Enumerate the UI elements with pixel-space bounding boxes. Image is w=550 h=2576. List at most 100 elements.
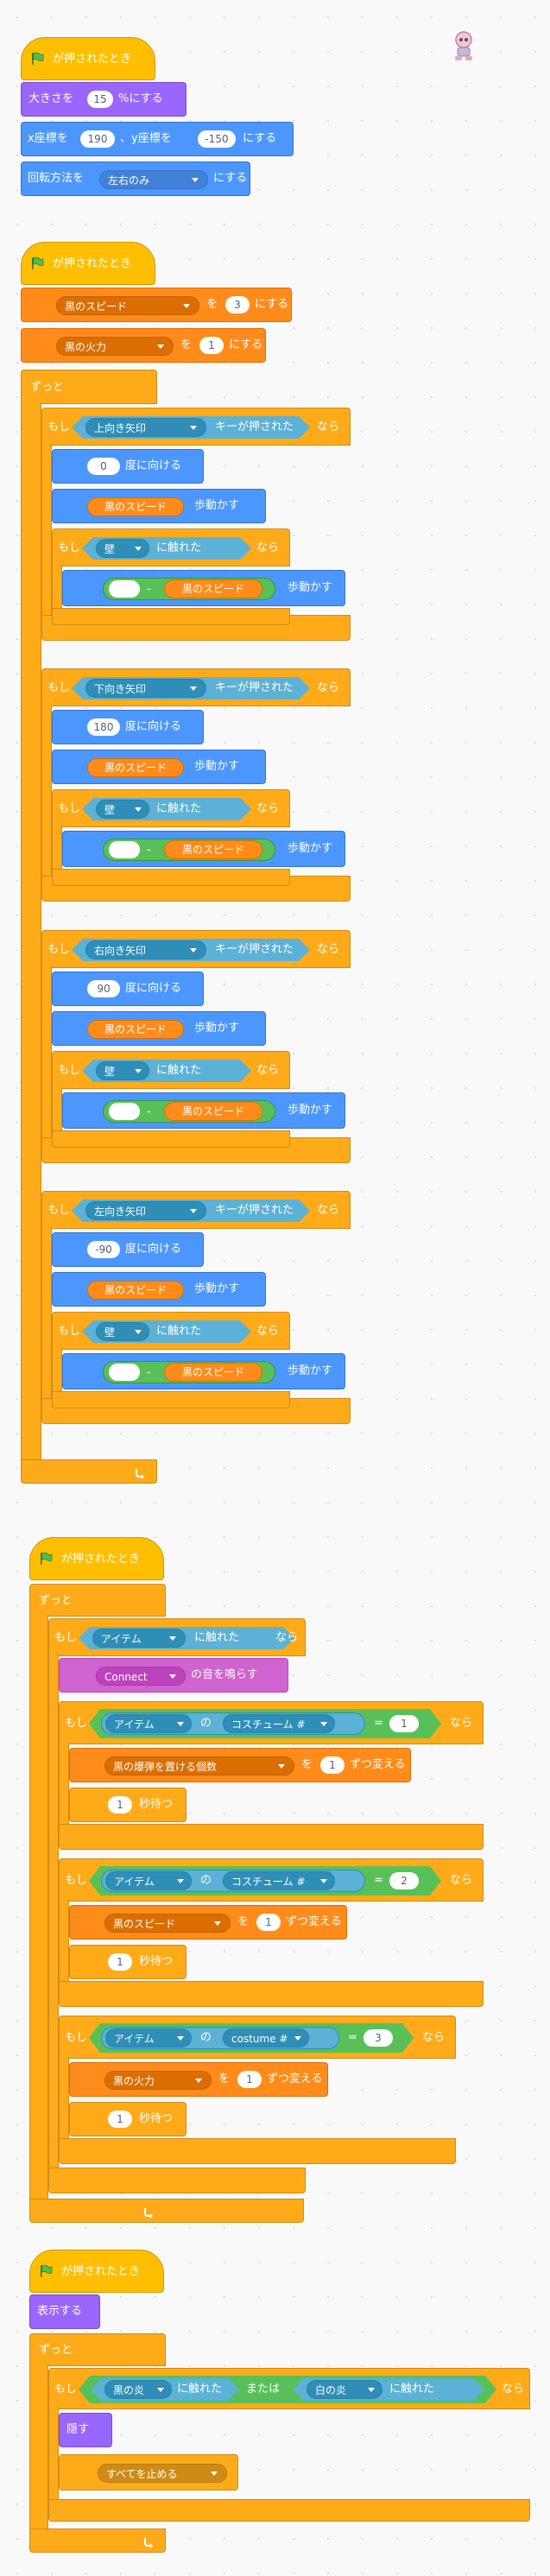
move-steps-block[interactable]: 黒のスピード 歩動かす xyxy=(52,489,266,523)
variable-dropdown[interactable]: 黒のスピード xyxy=(56,296,199,315)
touching-condition[interactable]: 壁 に触れた xyxy=(82,537,251,560)
hide-block[interactable]: 隠す xyxy=(59,2413,112,2447)
subtract-operator[interactable]: - 黒のスピード xyxy=(103,1361,275,1383)
direction-input[interactable]: 90 xyxy=(87,980,120,997)
variable-reporter[interactable]: 黒のスピード xyxy=(164,1102,262,1121)
change-variable-block[interactable]: 黒の爆弾を置ける個数 を 1 ずつ変える xyxy=(69,1748,411,1782)
when-flag-clicked-hat[interactable]: が押されたとき xyxy=(21,37,155,80)
key-dropdown[interactable]: 下向き矢印 xyxy=(85,679,206,698)
touch-object-dropdown[interactable]: 壁 xyxy=(96,539,149,558)
direction-input[interactable]: 180 xyxy=(87,718,120,736)
size-input[interactable]: 15 xyxy=(87,91,113,108)
move-steps-block[interactable]: - 黒のスピード 歩動かす xyxy=(62,570,345,606)
move-steps-block[interactable]: - 黒のスピード 歩動かす xyxy=(62,1092,345,1129)
variable-dropdown[interactable]: 黒の火力 xyxy=(56,337,174,356)
if-block[interactable]: もし 上向き矢印 キーが押された なら xyxy=(41,408,351,446)
key-pressed-condition[interactable]: 下向き矢印 キーが押された xyxy=(72,677,310,699)
subtract-operator[interactable]: - 黒のスピード xyxy=(103,839,275,861)
sprite-dropdown[interactable]: アイテム xyxy=(105,1714,192,1733)
touching-condition[interactable]: 壁 に触れた xyxy=(82,798,251,820)
key-pressed-condition[interactable]: 左向き矢印 キーが押された xyxy=(72,1199,310,1222)
equals-operator[interactable]: アイテム の コスチューム # = 1 xyxy=(89,1709,441,1738)
variable-dropdown[interactable]: 黒の爆弾を置ける個数 xyxy=(104,1756,294,1775)
sprite-dropdown[interactable]: アイテム xyxy=(105,2029,192,2048)
sensing-of-reporter[interactable]: アイテム の コスチューム # xyxy=(101,1870,365,1892)
stop-block[interactable]: すべてを止める xyxy=(59,2454,238,2491)
variable-dropdown[interactable]: 黒の火力 xyxy=(104,2071,212,2090)
touch-object-dropdown[interactable]: 壁 xyxy=(96,800,149,819)
key-pressed-condition[interactable]: 右向き矢印 キーが押された xyxy=(72,939,310,961)
sprite-thumbnail-icon[interactable] xyxy=(449,29,478,64)
sensing-of-reporter[interactable]: アイテム の コスチューム # xyxy=(101,1712,365,1735)
y-input[interactable]: -150 xyxy=(198,130,236,148)
if-block[interactable]: もし アイテム に触れた なら xyxy=(48,1618,306,1656)
x-input[interactable]: 190 xyxy=(80,130,115,148)
forever-bottom[interactable] xyxy=(21,1459,157,1484)
key-dropdown[interactable]: 左向き矢印 xyxy=(85,1201,206,1220)
direction-input[interactable]: 0 xyxy=(87,458,120,475)
point-direction-block[interactable]: 90 度に向ける xyxy=(52,972,204,1006)
value-input[interactable]: 3 xyxy=(364,2029,393,2047)
if-block[interactable]: もし 壁 に触れた なら xyxy=(52,1312,290,1350)
number-input[interactable] xyxy=(109,1103,140,1120)
if-block[interactable]: もし 壁 に触れた なら xyxy=(52,789,290,827)
move-steps-block[interactable]: - 黒のスピード 歩動かす xyxy=(62,1353,345,1389)
when-flag-clicked-hat[interactable]: が押されたとき xyxy=(21,242,155,285)
forever-top[interactable]: ずっと xyxy=(21,370,157,404)
if-block[interactable]: もし 壁 に触れた なら xyxy=(52,1051,290,1089)
if-block[interactable]: もし 左向き矢印 キーが押された なら xyxy=(41,1191,351,1229)
touching-condition[interactable]: 白の炎 に触れた xyxy=(293,2378,484,2401)
value-input[interactable]: 3 xyxy=(225,296,250,313)
move-steps-block[interactable]: 黒のスピード 歩動かす xyxy=(52,750,266,784)
if-block[interactable]: もし 壁 に触れた なら xyxy=(52,528,290,566)
touch-object-dropdown[interactable]: 黒の炎 xyxy=(104,2380,172,2399)
number-input[interactable] xyxy=(109,841,140,858)
variable-reporter[interactable]: 黒のスピード xyxy=(164,579,262,598)
value-input[interactable]: 2 xyxy=(389,1872,419,1889)
set-size-block[interactable]: 大きさを 15 %にする xyxy=(21,82,186,117)
seconds-input[interactable]: 1 xyxy=(108,1796,132,1813)
if-block[interactable]: もし アイテム の costume # = 3 なら xyxy=(59,2016,456,2059)
play-sound-block[interactable]: Connect の音を鳴らす xyxy=(59,1658,288,1693)
key-dropdown[interactable]: 右向き矢印 xyxy=(85,940,206,959)
variable-reporter[interactable]: 黒のスピード xyxy=(164,840,262,859)
value-input[interactable]: 1 xyxy=(320,1756,345,1774)
show-block[interactable]: 表示する xyxy=(29,2294,100,2329)
if-block[interactable]: もし 下向き矢印 キーが押された なら xyxy=(41,668,351,706)
set-variable-block[interactable]: 黒の火力 を 1 にする xyxy=(21,328,266,363)
when-flag-clicked-hat[interactable]: が押されたとき xyxy=(29,1537,164,1580)
value-input[interactable]: 1 xyxy=(199,337,224,354)
point-direction-block[interactable]: 180 度に向ける xyxy=(52,710,204,744)
variable-reporter[interactable]: 黒のスピード xyxy=(87,497,184,516)
property-dropdown[interactable]: コスチューム # xyxy=(223,1871,335,1890)
if-block[interactable]: もし アイテム の コスチューム # = 1 なら xyxy=(59,1701,484,1744)
seconds-input[interactable]: 1 xyxy=(108,2111,132,2128)
sprite-dropdown[interactable]: アイテム xyxy=(105,1871,192,1890)
wait-block[interactable]: 1 秒待つ xyxy=(69,1945,186,1979)
goto-xy-block[interactable]: x座標を 190 、y座標を -150 にする xyxy=(21,122,294,156)
variable-dropdown[interactable]: 黒のスピード xyxy=(104,1914,231,1933)
wait-block[interactable]: 1 秒待つ xyxy=(69,2102,186,2136)
value-input[interactable]: 1 xyxy=(237,2071,262,2088)
property-dropdown[interactable]: コスチューム # xyxy=(223,1714,335,1733)
if-block[interactable]: もし アイテム の コスチューム # = 2 なら xyxy=(59,1858,484,1902)
move-steps-block[interactable]: 黒のスピード 歩動かす xyxy=(52,1011,266,1046)
number-input[interactable] xyxy=(109,580,140,598)
forever-top[interactable]: ずっと xyxy=(29,1584,166,1617)
sound-dropdown[interactable]: Connect xyxy=(96,1667,186,1686)
property-dropdown[interactable]: costume # xyxy=(223,2029,309,2048)
point-direction-block[interactable]: -90 度に向ける xyxy=(52,1232,204,1267)
set-variable-block[interactable]: 黒のスピード を 3 にする xyxy=(21,288,292,322)
variable-reporter[interactable]: 黒のスピード xyxy=(87,758,184,777)
or-condition[interactable]: 黒の炎 に触れた または 白の炎 に触れた xyxy=(79,2376,496,2403)
rotation-style-dropdown[interactable]: 左右のみ xyxy=(99,170,208,189)
variable-reporter[interactable]: 黒のスピード xyxy=(164,1363,262,1382)
forever-bottom[interactable] xyxy=(29,2199,304,2223)
sensing-of-reporter[interactable]: アイテム の costume # xyxy=(101,2027,339,2049)
touch-object-dropdown[interactable]: 壁 xyxy=(96,1061,149,1080)
touching-condition[interactable]: アイテム に触れた xyxy=(79,1627,294,1649)
if-block[interactable]: もし 黒の炎 に触れた または 白の炎 に触れた なら xyxy=(48,2368,530,2409)
number-input[interactable] xyxy=(109,1364,140,1381)
variable-reporter[interactable]: 黒のスピード xyxy=(87,1020,184,1039)
value-input[interactable]: 1 xyxy=(389,1715,419,1732)
